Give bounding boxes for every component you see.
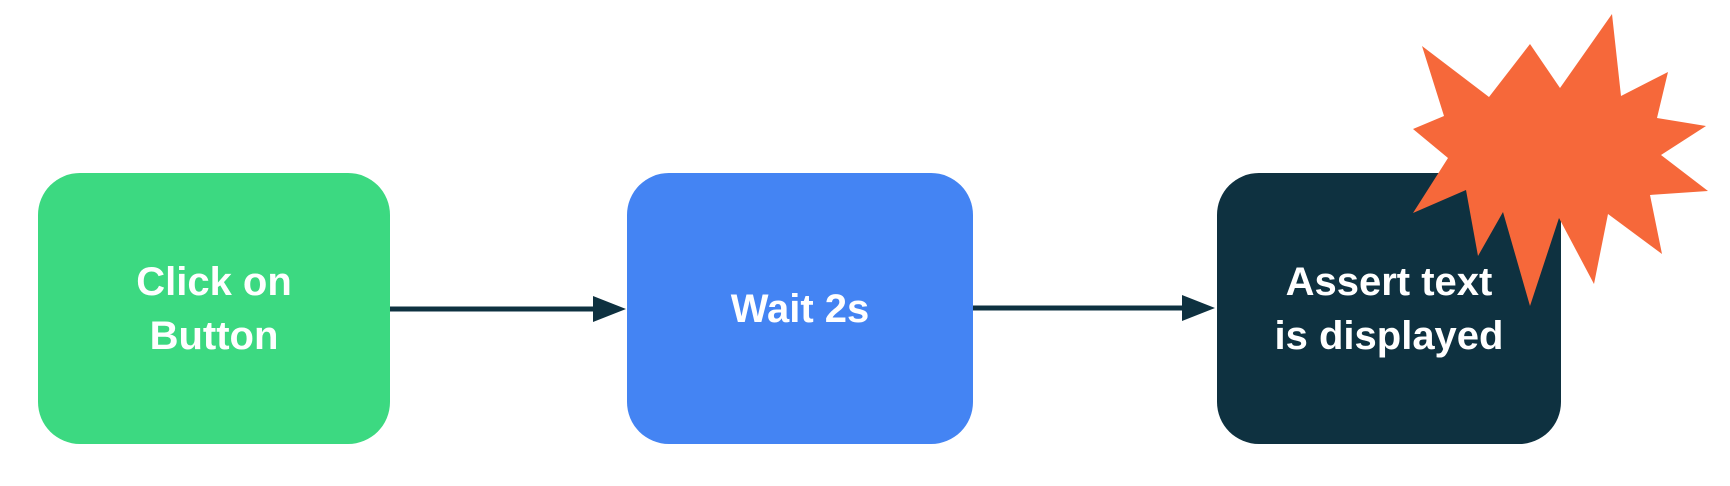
arrow-connector-1 bbox=[390, 296, 626, 322]
arrowhead-icon bbox=[1182, 295, 1215, 321]
node-label-line: Click on bbox=[136, 259, 292, 304]
node-label-line: Assert text bbox=[1285, 259, 1493, 304]
node-label-line: is displayed bbox=[1274, 313, 1504, 358]
flow-node-wait-2s: Wait 2s bbox=[627, 173, 973, 444]
flow-node-assert-text-is-displayed: Assert text is displayed bbox=[1217, 173, 1561, 444]
arrow-connector-2 bbox=[973, 295, 1215, 321]
node-label-line: Wait 2s bbox=[730, 286, 870, 331]
node-label-line: Button bbox=[149, 313, 279, 358]
flow-node-click-on-button: Click on Button bbox=[38, 173, 390, 444]
arrowhead-icon bbox=[593, 296, 626, 322]
